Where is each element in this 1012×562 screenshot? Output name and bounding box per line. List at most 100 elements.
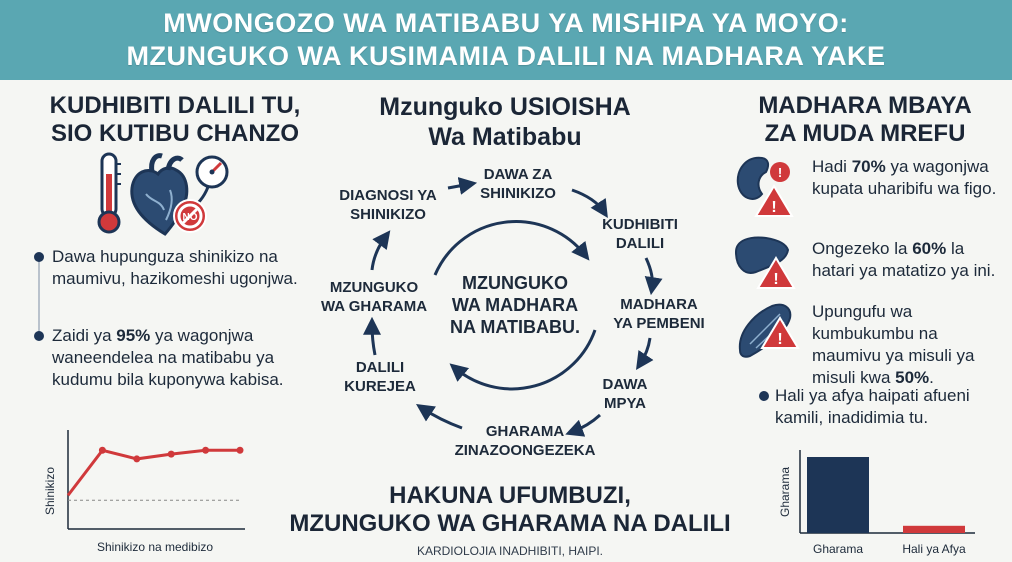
cycle-center-label: MZUNGUKO WA MADHARA NA MATIBABU. xyxy=(440,272,590,338)
right-heading-line1: MADHARA MBAYA xyxy=(758,92,972,119)
right-heading: MADHARA MBAYA ZA MUDA MREFU xyxy=(720,92,1010,148)
line-chart-point xyxy=(202,446,210,454)
center-heading-line1: Mzunguko USIOISHA xyxy=(379,93,631,121)
stat-1-pre: Hadi xyxy=(812,157,852,176)
arrow-dalili-to-mzunguko xyxy=(363,316,382,356)
left-bullet-1: Dawa hupunguza shinikizo na maumivu, haz… xyxy=(34,246,312,290)
pressure-line-chart: Shinikizo Shinikizo na medibizo xyxy=(43,430,245,554)
cycle-node-kudhibiti-dalili: KUDHIBITI DALILI xyxy=(585,215,695,253)
left-bullet-2-post: ya wagonjwa waneendelea na matibabu ya k… xyxy=(52,326,284,389)
cycle-node-line: DAWA ZA xyxy=(483,166,553,183)
kidney-icon: ! xyxy=(736,156,790,200)
stat-kidney: Hadi 70% ya wagonjwa kupata uharibifu wa… xyxy=(812,156,1002,200)
stat-2-pre: Ongezeko la xyxy=(812,239,913,258)
left-bullet-2-bold: 95% xyxy=(116,326,151,345)
cycle-node-dawa-mpya: DAWA MPYA xyxy=(585,375,665,413)
cycle-center-line3: NA MATIBABU. xyxy=(450,317,580,337)
cycle-node-madhara-ya-pembeni: MADHARA YA PEMBENI xyxy=(600,295,718,333)
stat-3-pre: Upungufu wa kumbukumbu na maumivu ya mis… xyxy=(812,302,975,387)
stat-1-bold: 70% xyxy=(851,157,886,176)
inner-cycle-arrow-top xyxy=(433,220,590,276)
cycle-node-line: MZUNGUKO xyxy=(329,279,419,296)
bullet-dot xyxy=(34,331,44,341)
arrow-diagnosi-to-dawa xyxy=(447,177,478,195)
stat-2-post: la hatari ya matatizo ya ini. xyxy=(812,239,996,280)
stat-2-bold: 60% xyxy=(912,239,947,258)
stat-3-post: . xyxy=(929,368,934,387)
bullet-dot xyxy=(759,391,769,401)
arrow-dawa-mpya-to-gharama xyxy=(565,413,602,437)
right-bullet: Hali ya afya haipati afueni kamili, inad… xyxy=(759,385,1000,429)
stat-memory: Upungufu wa kumbukumbu na maumivu ya mis… xyxy=(812,301,1002,389)
bar-chart-bar xyxy=(903,525,965,533)
stat-liver: Ongezeko la 60% la hatari ya matatizo ya… xyxy=(812,238,1002,282)
line-chart-point xyxy=(167,450,175,458)
left-bullet-2: Zaidi ya 95% ya wagonjwa waneendelea na … xyxy=(34,325,322,391)
line-chart-point xyxy=(236,446,244,454)
center-heading: Mzunguko USIOISHA Wa Matibabu xyxy=(340,92,670,152)
cycle-node-dalili-kurejea: DALILI KUREJEA xyxy=(340,358,420,396)
cycle-node-line: MPYA xyxy=(604,395,646,412)
line-chart-series xyxy=(66,448,240,497)
cycle-node-line: ZINAZOONGEZEKA xyxy=(454,442,596,459)
cycle-node-line: WA GHARAMA xyxy=(320,298,428,315)
arrow-dawa-to-kudhibiti xyxy=(571,188,608,219)
cycle-node-line: DIAGNOSI YA xyxy=(339,187,437,204)
page-title-line2: MZUNGUKO WA KUSIMAMIA DALILI NA MADHARA … xyxy=(126,41,886,71)
right-bullet-text: Hali ya afya haipati afueni kamili, inad… xyxy=(775,386,970,427)
cycle-node-line: DAWA xyxy=(602,376,648,393)
bar-chart-ylabel: Gharama xyxy=(778,467,792,517)
bullet-dot xyxy=(34,252,44,262)
svg-text:!: ! xyxy=(771,199,776,216)
left-heading: KUDHIBITI DALILI TU, SIO KUTIBU CHANZO xyxy=(20,92,330,148)
bottom-title: HAKUNA UFUMBUZI, MZUNGUKO WA GHARAMA NA … xyxy=(250,482,770,538)
cycle-node-line: MADHARA xyxy=(620,296,698,313)
cycle-node-line: DALILI xyxy=(355,359,405,376)
page-title-line1: MWONGOZO WA MATIBABU YA MISHIPA YA MOYO: xyxy=(163,8,849,38)
warning-triangle-icon: ! xyxy=(756,256,796,289)
cycle-node-line: SHINIKIZO xyxy=(350,206,426,223)
center-heading-line2: Wa Matibabu xyxy=(428,123,582,151)
left-heading-line1: KUDHIBITI DALILI TU, xyxy=(49,92,301,119)
svg-text:!: ! xyxy=(777,331,782,348)
right-icon-column: ! ! ! ! xyxy=(734,156,800,358)
bar-chart-category-label: Gharama xyxy=(813,542,863,556)
bottom-title-line1: HAKUNA UFUMBUZI, xyxy=(389,482,631,509)
cycle-node-line: SHINIKIZO xyxy=(480,185,556,202)
cycle-node-dawa-za-shinikizo: DAWA ZA SHINIKIZO xyxy=(468,165,568,203)
thermometer-icon xyxy=(97,152,121,234)
footer-caption: KARDIOLOJIA INADHIBITI, HAIPI. xyxy=(416,544,604,558)
left-bullet-1-text: Dawa hupunguza shinikizo na maumivu, haz… xyxy=(52,247,298,288)
cycle-node-line: KUREJEA xyxy=(344,378,416,395)
left-icon-cluster: NO xyxy=(97,152,229,236)
cycle-node-gharama-zinazoongezeka: GHARAMA ZINAZOONGEZEKA xyxy=(450,422,600,460)
arrow-mzunguko-to-diagnosi xyxy=(370,230,391,271)
left-heading-line2: SIO KUTIBU CHANZO xyxy=(51,120,299,147)
stat-1-post: ya wagonjwa kupata uharibifu wa figo. xyxy=(812,157,997,198)
cycle-node-diagnosi-ya-shinikizo: DIAGNOSI YA SHINIKIZO xyxy=(326,186,450,224)
line-chart-point xyxy=(98,446,106,454)
cycle-node-line: DALILI xyxy=(615,235,665,252)
bar-chart-bar xyxy=(807,457,869,533)
line-chart-xlabel: Shinikizo na medibizo xyxy=(97,540,213,554)
no-sign-text: NO xyxy=(183,212,198,223)
cycle-node-line: GHARAMA xyxy=(485,423,565,440)
svg-text:!: ! xyxy=(778,165,782,180)
bar-chart-category-label: Hali ya Afya xyxy=(902,542,966,556)
arrow-kudhibiti-to-madhara xyxy=(644,257,663,296)
svg-text:!: ! xyxy=(773,271,778,288)
heart-icon xyxy=(130,153,189,236)
warning-triangle-icon: ! xyxy=(760,316,800,349)
cycle-center-line2: WA MADHARA xyxy=(451,295,579,315)
bullet-connector-line xyxy=(38,256,40,336)
cycle-node-mzunguko-wa-gharama: MZUNGUKO WA GHARAMA xyxy=(314,278,434,316)
right-heading-line2: ZA MUDA MREFU xyxy=(764,120,966,147)
cycle-node-line: KUDHIBITI xyxy=(602,216,678,233)
arrow-madhara-to-dawa-mpya xyxy=(636,337,654,370)
left-bullet-2-pre: Zaidi ya xyxy=(52,326,117,345)
line-chart-ylabel: Shinikizo xyxy=(43,467,57,515)
header-banner: MWONGOZO WA MATIBABU YA MISHIPA YA MOYO:… xyxy=(0,0,1012,80)
arrow-gharama-to-dalili xyxy=(416,404,463,430)
cycle-node-line: YA PEMBENI xyxy=(613,315,705,332)
